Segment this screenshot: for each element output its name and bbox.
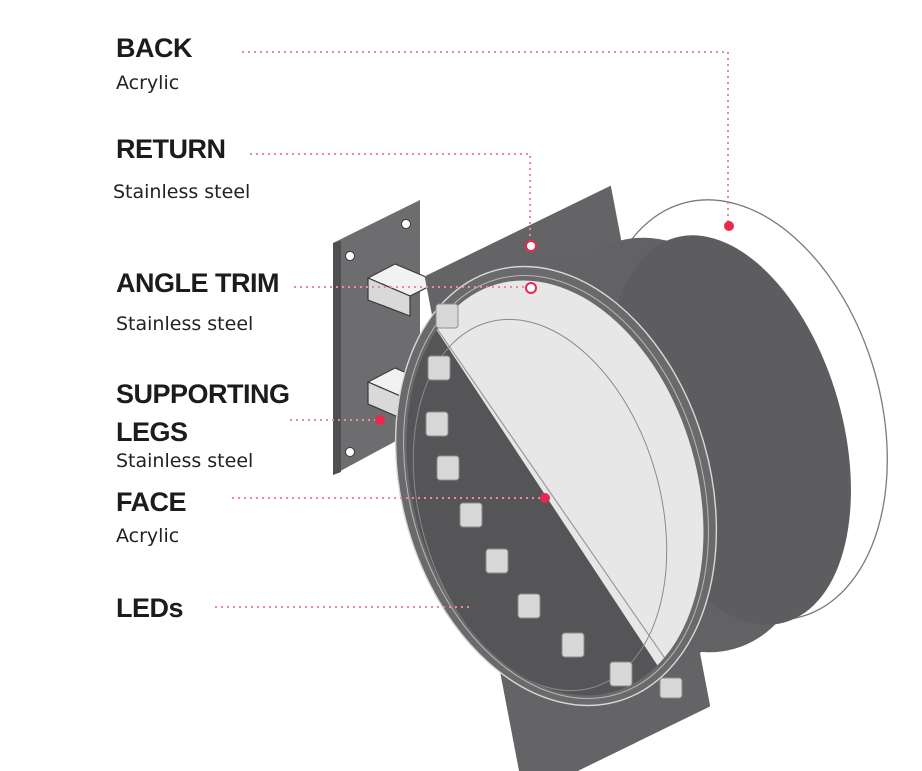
label-back: BACK [116,33,193,63]
material-face: Acrylic [116,525,180,547]
marker-angle-trim [525,282,537,294]
led-module [609,661,633,687]
leader-back [242,51,729,226]
material-return: Stainless steel [113,181,251,203]
angle-trim-inner [403,275,709,699]
label-leds: LEDs [116,593,184,623]
label-return: RETURN [116,134,226,164]
marker-face [540,493,550,503]
led-module [659,677,683,699]
led-module [425,411,449,437]
label-supporting-legs: SUPPORTING LEGS [116,379,290,447]
led-module [459,502,483,528]
material-angle-trim: Stainless steel [116,313,254,335]
led-module [435,303,459,329]
label-angle-trim: ANGLE TRIM [116,268,280,298]
led-module [436,455,460,481]
label-face: FACE [116,487,187,517]
marker-back [724,221,734,231]
led-module [517,593,541,619]
marker-return [525,240,537,252]
leader-lines [215,51,729,608]
led-module [427,355,451,381]
marker-supporting-legs [375,415,385,425]
material-supporting-legs: Stainless steel [116,450,254,472]
mounting-hole [345,251,355,261]
mounting-hole [401,219,411,229]
led-module [561,632,585,658]
callout-markers [375,221,734,503]
led-module [485,548,509,574]
material-back: Acrylic [116,72,180,94]
mounting-hole [345,447,355,457]
led-strip [425,303,683,699]
